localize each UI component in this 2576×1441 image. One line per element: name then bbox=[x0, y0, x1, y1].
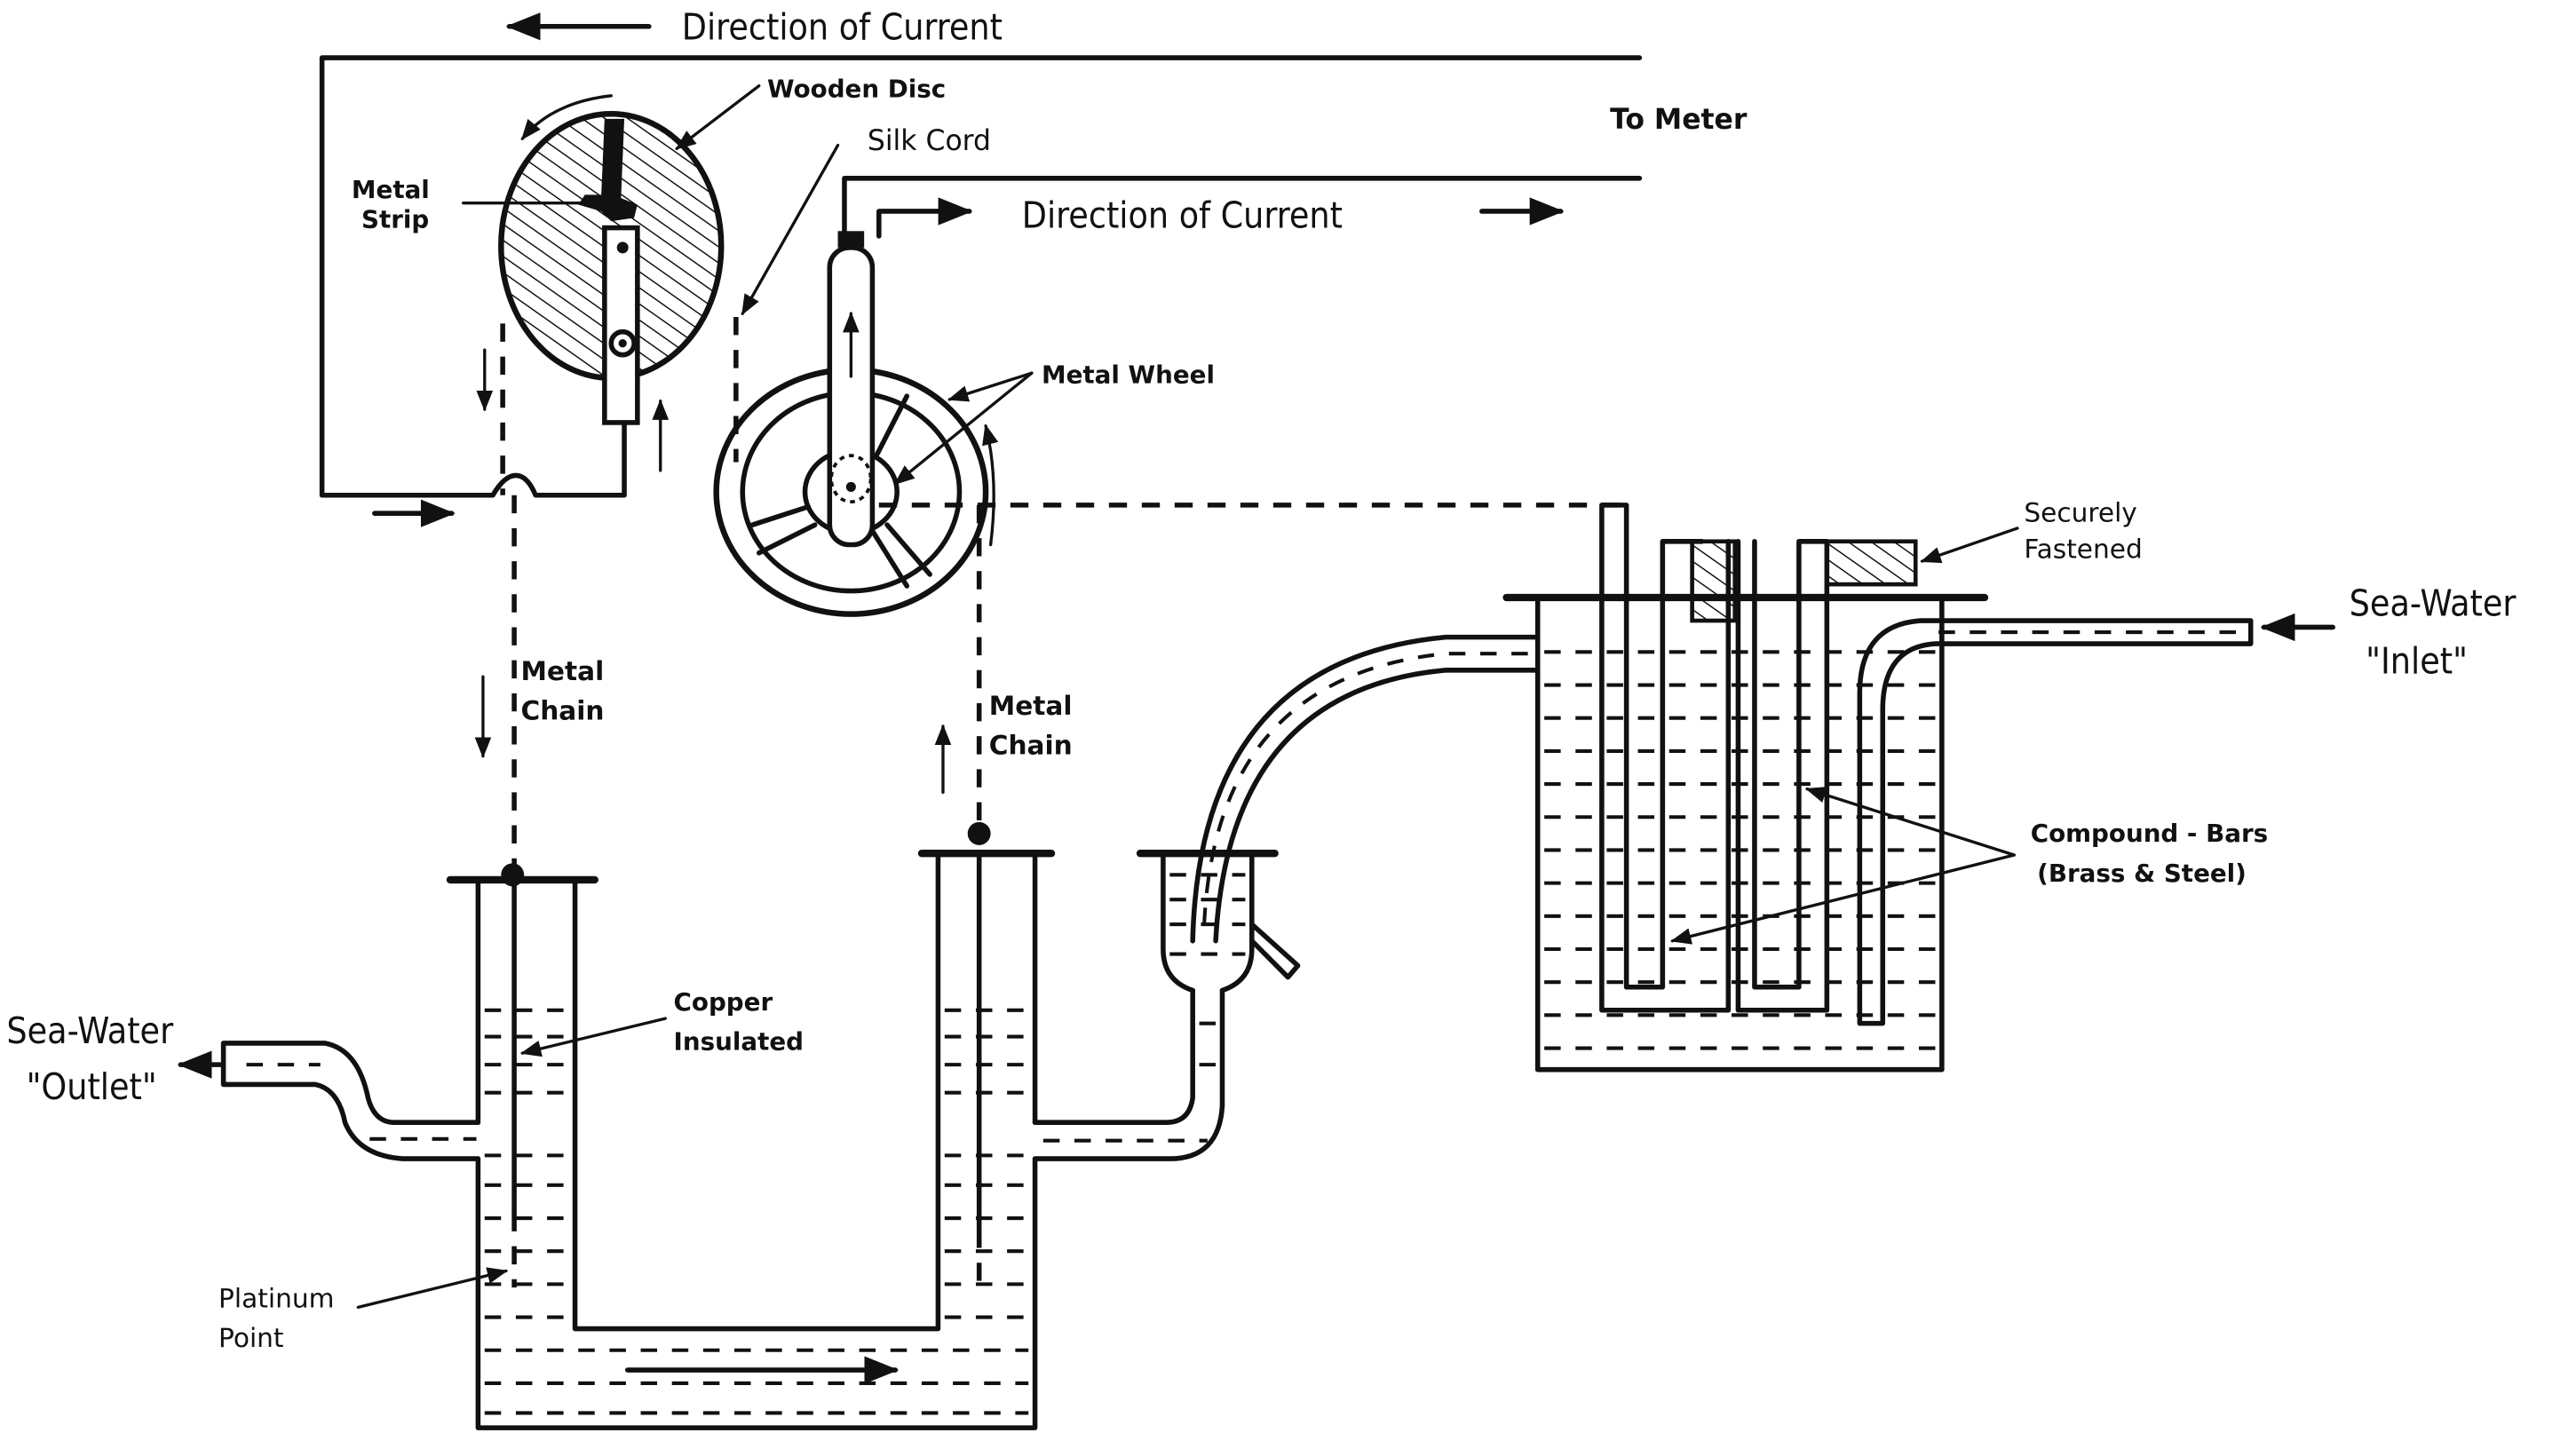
label-inlet-2: "Inlet" bbox=[2366, 639, 2468, 682]
wooden-disc bbox=[498, 94, 725, 425]
label-securely-2: Fastened bbox=[2024, 533, 2142, 564]
label-metal-chain-left-2: Chain bbox=[520, 695, 604, 726]
chain-ball-left bbox=[501, 863, 525, 887]
leader-compound-bars-1 bbox=[1804, 787, 2016, 857]
label-silk-cord: Silk Cord bbox=[868, 125, 991, 157]
label-metal-strip-2: Strip bbox=[361, 204, 429, 234]
outlet-pipe bbox=[177, 1041, 481, 1161]
label-platinum-2: Point bbox=[218, 1322, 283, 1353]
label-compound-2: (Brass & Steel) bbox=[2037, 859, 2247, 888]
fastening-block-right bbox=[1825, 539, 1918, 587]
label-wooden-disc: Wooden Disc bbox=[767, 75, 946, 104]
connector-pipe bbox=[1032, 849, 1301, 1161]
leader-silk-cord bbox=[741, 143, 840, 316]
label-outlet-2: "Outlet" bbox=[27, 1065, 157, 1108]
label-inlet-1: Sea-Water bbox=[2350, 582, 2517, 624]
leader-wooden-disc bbox=[675, 84, 761, 150]
label-outlet-1: Sea-Water bbox=[6, 1009, 174, 1052]
label-direction-current-mid: Direction of Current bbox=[1022, 194, 1343, 236]
fastening-block-left bbox=[1690, 539, 1738, 623]
label-metal-strip-1: Metal bbox=[352, 175, 430, 204]
label-metal-chain-right-1: Metal bbox=[989, 690, 1073, 721]
wire-second bbox=[842, 175, 1643, 237]
top-circuit bbox=[319, 12, 1643, 527]
leader-metal-wheel-1 bbox=[947, 371, 1034, 402]
leader-compound-bars-2 bbox=[1670, 853, 2016, 945]
arrow-current-mid bbox=[876, 197, 973, 239]
label-to-meter: To Meter bbox=[1610, 104, 1748, 136]
label-direction-current-top: Direction of Current bbox=[682, 6, 1003, 49]
metal-wheel bbox=[713, 231, 999, 617]
label-metal-chain-left-1: Metal bbox=[520, 655, 604, 686]
wire-top bbox=[319, 55, 1643, 498]
metal-strip bbox=[578, 118, 638, 222]
leader-metal-wheel-2 bbox=[893, 371, 1034, 486]
leader-platinum-point bbox=[356, 1267, 509, 1310]
label-compound-1: Compound - Bars bbox=[2031, 819, 2268, 848]
curved-pipe bbox=[1190, 634, 1541, 944]
label-copper-2: Insulated bbox=[674, 1026, 804, 1056]
label-securely-1: Securely bbox=[2024, 496, 2136, 527]
label-copper-1: Copper bbox=[674, 987, 773, 1017]
label-metal-chain-right-2: Chain bbox=[989, 730, 1073, 761]
label-metal-wheel: Metal Wheel bbox=[1042, 360, 1215, 389]
chain-ball-right bbox=[967, 821, 991, 845]
u-tube bbox=[446, 821, 1056, 1430]
leader-copper-insulated bbox=[520, 1017, 667, 1057]
bar-tank bbox=[1502, 503, 2335, 1073]
label-platinum-1: Platinum bbox=[218, 1282, 334, 1313]
leader-securely-fastened bbox=[1920, 527, 2019, 564]
